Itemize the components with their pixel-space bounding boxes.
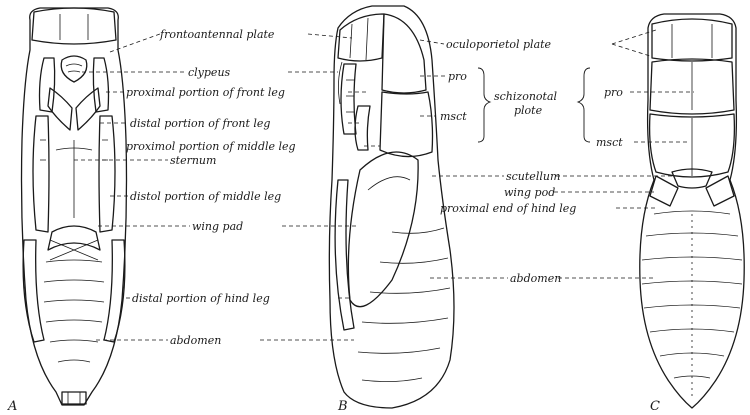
label-abdomen-a: abdomen	[170, 334, 221, 347]
label-distal-middle-leg: distol portion of middle leg	[130, 190, 281, 203]
label-schizonotal-line2: plote	[514, 104, 543, 117]
label-pro-c: pro	[604, 86, 623, 99]
schizonotal-brace-right	[578, 68, 590, 142]
specimen-c-dorsal-view	[640, 14, 744, 408]
label-proximal-hind-leg: proximal end of hind leg	[440, 202, 576, 215]
label-oculoparietal-plate: oculoporietol plate	[446, 38, 552, 51]
label-sternum: sternum	[170, 154, 216, 167]
label-wing-pad-a: wing pad	[192, 220, 243, 233]
label-msct-c: msct	[596, 136, 623, 149]
specimen-a-ventral-view	[22, 8, 127, 405]
label-clypeus: clypeus	[188, 66, 231, 79]
specimen-b-lateral-view	[329, 6, 454, 408]
panel-letter-b: B	[337, 399, 348, 414]
label-frontoantennal-plate: frontoantennal plate	[159, 28, 275, 41]
label-scutellum: scutellum	[506, 170, 560, 183]
label-pro-b: pro	[448, 70, 467, 83]
panel-letter-a: A	[7, 399, 17, 414]
label-proximal-front-leg: proximal portion of front leg	[126, 86, 285, 99]
schizonotal-brace-left	[478, 68, 490, 142]
label-schizonotal-line1: schizonotal	[494, 90, 558, 103]
label-wing-pad-b: wing pod	[504, 186, 555, 199]
label-abdomen-b: abdomen	[510, 272, 561, 285]
label-proximal-middle-leg: proximol portion of middle leg	[126, 140, 296, 153]
panel-letter-c: C	[650, 399, 660, 414]
label-distal-front-leg: distal portion of front leg	[130, 117, 270, 130]
label-distal-hind-leg: distal portion of hind leg	[132, 292, 270, 305]
label-msct-b: msct	[440, 110, 467, 123]
